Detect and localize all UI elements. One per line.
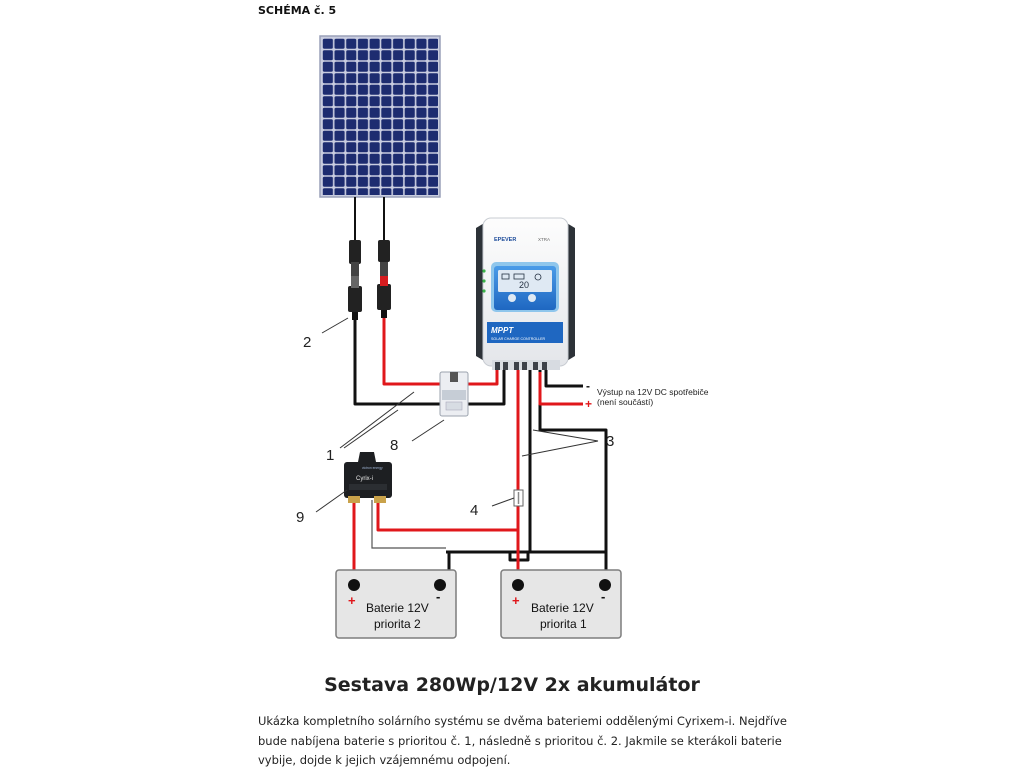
output-minus-sign: - — [586, 379, 590, 393]
lcd-value: 20 — [519, 280, 529, 290]
mc4-connectors — [348, 240, 391, 320]
battery-priority-2: + - Baterie 12V priorita 2 — [335, 569, 457, 639]
callout-8: 8 — [390, 437, 398, 454]
battery-1-plus: + — [512, 593, 520, 608]
description-line-2: bude nabíjena baterie s prioritou č. 1, … — [258, 733, 782, 748]
battery-2-negative-terminal — [434, 579, 446, 591]
wiring-diagram: EPEVER XTRA 20 MPPT SOLAR CHARGE CONTROL… — [296, 35, 709, 639]
fuse — [513, 489, 524, 507]
cyrix-relay: victron energy Cyrix-i — [344, 452, 392, 503]
callout-numbers: 2 1 8 3 4 9 — [296, 334, 614, 526]
page-title: Sestava 280Wp/12V 2x akumulátor — [324, 674, 700, 696]
cyrix-brand: victron energy — [362, 466, 383, 470]
callout-lines — [315, 317, 599, 513]
lcd-button-right — [528, 294, 536, 302]
controller-badge: MPPT — [491, 326, 514, 335]
output-plus-sign: + — [585, 397, 592, 411]
controller-brand: EPEVER — [494, 237, 516, 243]
output-line-1: Výstup na 12V DC spotřebiče — [597, 387, 709, 397]
battery-1-priority: priorita 1 — [540, 617, 587, 631]
battery-2-name: Baterie 12V — [366, 601, 429, 615]
controller-subtitle: SOLAR CHARGE CONTROLLER — [491, 337, 546, 341]
callout-9: 9 — [296, 509, 304, 526]
cyrix-name: Cyrix-i — [356, 476, 373, 482]
panel-cables — [354, 197, 385, 240]
mc4-connector-positive — [377, 240, 391, 318]
callout-4: 4 — [470, 502, 478, 519]
battery-2-minus: - — [436, 589, 440, 604]
battery-1-negative-terminal — [599, 579, 611, 591]
callout-1: 1 — [326, 447, 334, 464]
controller-model: XTRA — [538, 237, 550, 242]
cyrix-ground-wire — [371, 500, 446, 549]
battery-priority-1: + - Baterie 12V priorita 1 — [500, 569, 622, 639]
battery-2-plus: + — [348, 593, 356, 608]
battery-1-name: Baterie 12V — [531, 601, 594, 615]
schema-header: SCHÉMA č. 5 — [258, 4, 337, 17]
description-line-3: vybije, dojde k jejich vzájemnému odpoje… — [258, 753, 511, 767]
callout-2: 2 — [303, 334, 311, 351]
dc-breaker — [439, 371, 469, 417]
mc4-connector-negative — [348, 240, 362, 320]
battery-2-priority: priorita 2 — [374, 617, 421, 631]
mppt-controller: EPEVER XTRA 20 MPPT SOLAR CHARGE CONTROL… — [476, 217, 575, 370]
battery-1-positive-terminal — [512, 579, 524, 591]
output-note: - Výstup na 12V DC spotřebiče + (není so… — [585, 379, 709, 411]
callout-3: 3 — [606, 433, 614, 450]
description: Ukázka kompletního solárního systému se … — [258, 712, 787, 771]
lcd-button-left — [508, 294, 516, 302]
battery-2-positive-terminal — [348, 579, 360, 591]
output-line-2: (není součástí) — [597, 397, 653, 407]
solar-panel — [319, 35, 441, 198]
description-line-1: Ukázka kompletního solárního systému se … — [258, 714, 787, 728]
battery-1-minus: - — [601, 589, 605, 604]
